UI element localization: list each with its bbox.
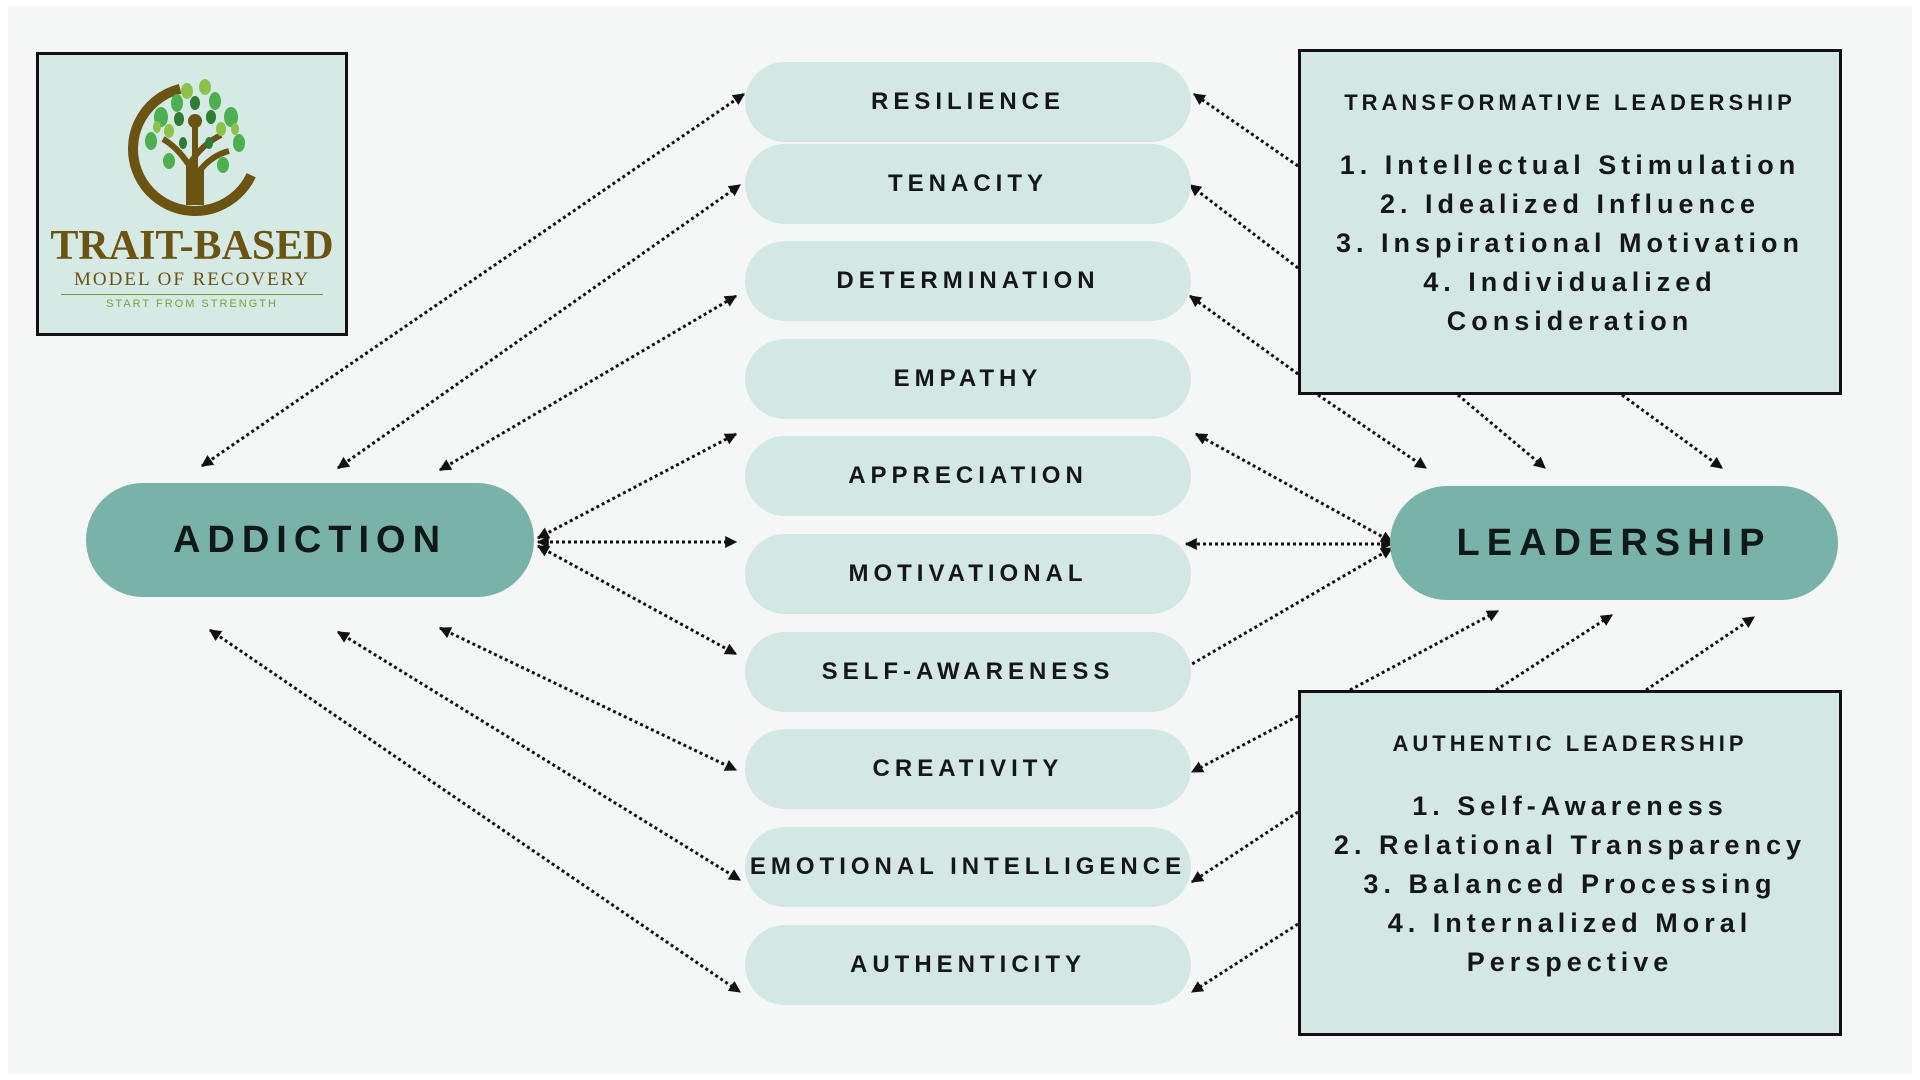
authentic-item: 1. Self-Awareness <box>1412 791 1728 821</box>
transformative-title: TRANSFORMATIVE LEADERSHIP <box>1344 90 1796 115</box>
trait-resilience: RESILIENCE <box>745 62 1191 142</box>
trait-determination: DETERMINATION <box>745 241 1191 321</box>
authentic-leadership-box: AUTHENTIC LEADERSHIP 1. Self-Awareness 2… <box>1298 690 1842 1036</box>
transformative-item: 1. Intellectual Stimulation <box>1339 150 1801 180</box>
logo-tagline: START FROM STRENGTH <box>106 298 278 310</box>
logo-box: TRAIT-BASED MODEL OF RECOVERY START FROM… <box>36 52 348 336</box>
authentic-item: 2. Relational Transparency <box>1333 830 1807 860</box>
trait-motivational: MOTIVATIONAL <box>745 534 1191 614</box>
logo-subtitle: MODEL OF RECOVERY <box>74 269 310 290</box>
authentic-item: Perspective <box>1466 947 1674 977</box>
trait-tenacity: TENACITY <box>745 144 1191 224</box>
transformative-item: 3. Inspirational Motivation <box>1335 228 1805 258</box>
transformative-item: Consideration <box>1446 306 1694 336</box>
authentic-title: AUTHENTIC LEADERSHIP <box>1392 731 1748 756</box>
transformative-item: 4. Individualized <box>1423 267 1717 297</box>
addiction-hub: ADDICTION <box>86 483 534 597</box>
transformative-leadership-box: TRANSFORMATIVE LEADERSHIP 1. Intellectua… <box>1298 49 1842 395</box>
logo-divider <box>61 294 323 295</box>
tree-logo-icon <box>128 79 262 216</box>
authentic-item: 4. Internalized Moral <box>1387 908 1753 938</box>
trait-emotional-intelligence: EMOTIONAL INTELLIGENCE <box>745 827 1191 907</box>
transformative-item: 2. Idealized Influence <box>1379 189 1761 219</box>
logo-title: TRAIT-BASED <box>50 223 334 269</box>
leadership-hub: LEADERSHIP <box>1390 486 1838 600</box>
trait-empathy: EMPATHY <box>745 339 1191 419</box>
authentic-item: 3. Balanced Processing <box>1363 869 1777 899</box>
trait-creativity: CREATIVITY <box>745 729 1191 809</box>
trait-appreciation: APPRECIATION <box>745 436 1191 516</box>
trait-authenticity: AUTHENTICITY <box>745 925 1191 1005</box>
trait-self-awareness: SELF-AWARENESS <box>745 632 1191 712</box>
